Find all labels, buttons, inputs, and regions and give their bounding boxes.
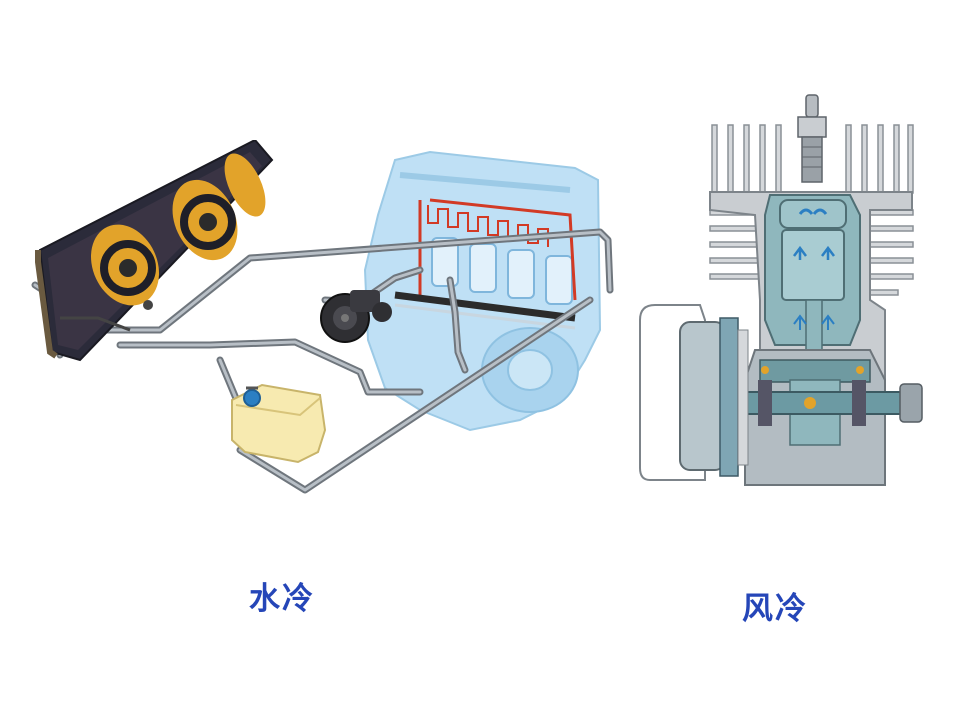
spark-plug-icon — [797, 94, 827, 183]
radiator-icon — [35, 140, 274, 362]
water-cooling-caption: 水冷 — [249, 581, 315, 617]
flywheel-icon — [639, 304, 749, 481]
expansion-tank-icon — [231, 383, 327, 464]
air-cooling-illustration — [639, 94, 923, 486]
water-cooling-illustration — [31, 140, 614, 494]
cooling-fins-icon — [709, 124, 914, 296]
cooling-fan-icon — [90, 153, 266, 306]
piston-icon — [779, 199, 847, 361]
engine-block-icon — [363, 150, 602, 432]
air-cooling-caption: 风冷 — [742, 591, 808, 627]
water-pump-icon — [320, 290, 392, 343]
